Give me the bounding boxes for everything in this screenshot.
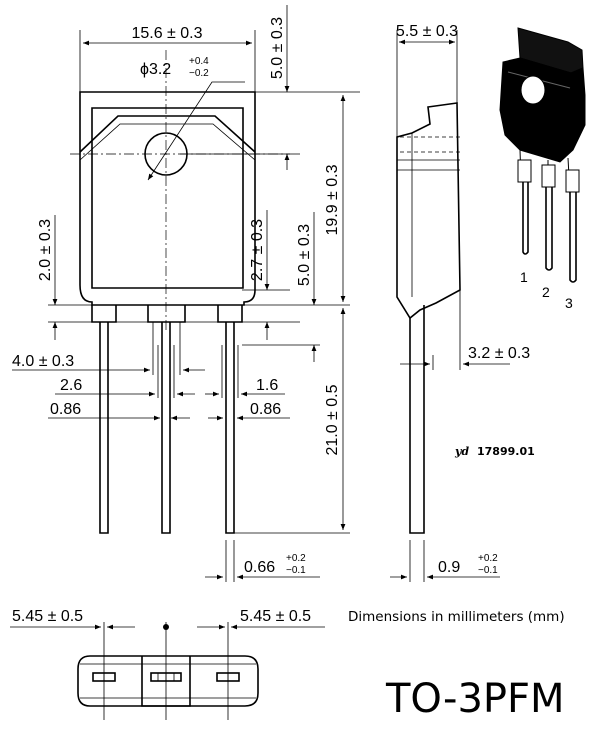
dim-lead-bottom-lower: −0.1 bbox=[286, 565, 306, 576]
dim-lead-length: 21.0 ± 0.5 bbox=[324, 384, 341, 455]
dim-lead-width-right: 1.6 bbox=[256, 377, 278, 394]
lead-1 bbox=[99, 322, 109, 534]
dim-side-bottom-upper: +0.2 bbox=[478, 553, 498, 564]
dim-lead-thick-left: 0.86 bbox=[50, 401, 81, 418]
isometric-hole bbox=[520, 75, 546, 105]
dim-hole-tol-upper: +0.4 bbox=[189, 56, 209, 67]
bottom-body-outline bbox=[77, 655, 259, 707]
side-body-outline bbox=[396, 102, 461, 320]
dim-lead-thick-right: 0.86 bbox=[250, 401, 281, 418]
dim-side-lead: 3.2 ± 0.3 bbox=[468, 345, 530, 362]
dim-lead-width-center: 2.6 bbox=[60, 377, 82, 394]
dim-side-bottom: 0.9 bbox=[438, 559, 460, 576]
side-lead bbox=[409, 305, 425, 534]
dim-body-height: 19.9 ± 0.3 bbox=[324, 164, 341, 235]
dim-width: 15.6 ± 0.3 bbox=[131, 25, 202, 42]
front-inner-plateau bbox=[91, 107, 244, 289]
units-note: Dimensions in millimeters (mm) bbox=[348, 609, 565, 625]
dim-lead-step-right: 5.0 ± 0.3 bbox=[296, 224, 313, 286]
dim-side-thickness: 5.5 ± 0.3 bbox=[396, 23, 458, 40]
dim-lead-step-mid: 2.7 ± 0.3 bbox=[249, 219, 266, 281]
front-chamfer-face bbox=[79, 115, 256, 153]
pin-label-1: 1 bbox=[520, 269, 528, 285]
dim-pitch-right: 5.45 ± 0.5 bbox=[240, 608, 311, 625]
pin-label-2: 2 bbox=[542, 284, 550, 300]
dim-hole-top: 5.0 ± 0.3 bbox=[269, 17, 286, 79]
dim-lead-step-left: 2.0 ± 0.3 bbox=[37, 219, 54, 281]
front-view bbox=[70, 50, 290, 534]
lead-3 bbox=[225, 322, 235, 534]
dim-side-bottom-lower: −0.1 bbox=[478, 565, 498, 576]
drawing-code-number: 17899.01 bbox=[477, 445, 535, 458]
dim-lead-width-left: 4.0 ± 0.3 bbox=[12, 353, 74, 370]
dim-hole-tol-lower: −0.2 bbox=[189, 68, 209, 79]
side-view: 5.5 ± 0.3 3.2 ± 0.3 0.9 +0.2 −0.1 bbox=[390, 23, 530, 582]
dim-lead-bottom: 0.66 bbox=[244, 559, 275, 576]
lead-2 bbox=[161, 322, 171, 534]
bottom-view: 5.45 ± 0.5 5.45 ± 0.5 bbox=[10, 608, 325, 720]
dim-hole-dia: ϕ3.2 bbox=[140, 61, 171, 78]
package-name: TO-3PFM bbox=[385, 676, 565, 722]
drawing-code-prefix: yd bbox=[454, 445, 469, 458]
drawing-code: yd 17899.01 bbox=[454, 445, 535, 458]
dim-lead-bottom-upper: +0.2 bbox=[286, 553, 306, 564]
front-dimensions: 15.6 ± 0.3 ϕ3.2 +0.4 −0.2 5.0 ± 0.3 19.9… bbox=[12, 5, 360, 582]
dim-pitch-left: 5.45 ± 0.5 bbox=[12, 608, 83, 625]
isometric-view: 1 2 3 bbox=[499, 27, 586, 311]
pin-label-3: 3 bbox=[565, 295, 573, 311]
